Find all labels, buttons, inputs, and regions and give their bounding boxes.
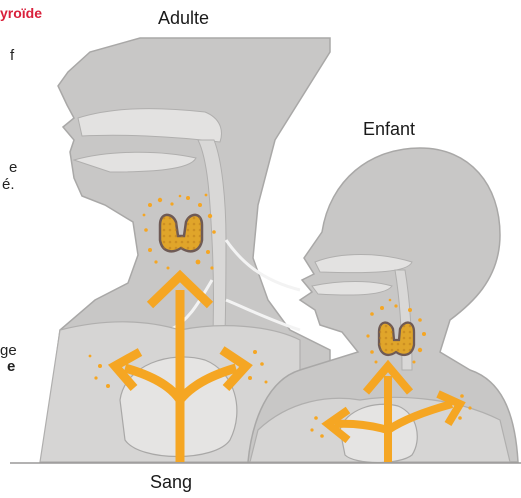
child-silhouette: [248, 148, 518, 463]
label-child: Enfant: [363, 119, 415, 140]
label-adult: Adulte: [158, 8, 209, 29]
label-blood: Sang: [150, 472, 192, 493]
